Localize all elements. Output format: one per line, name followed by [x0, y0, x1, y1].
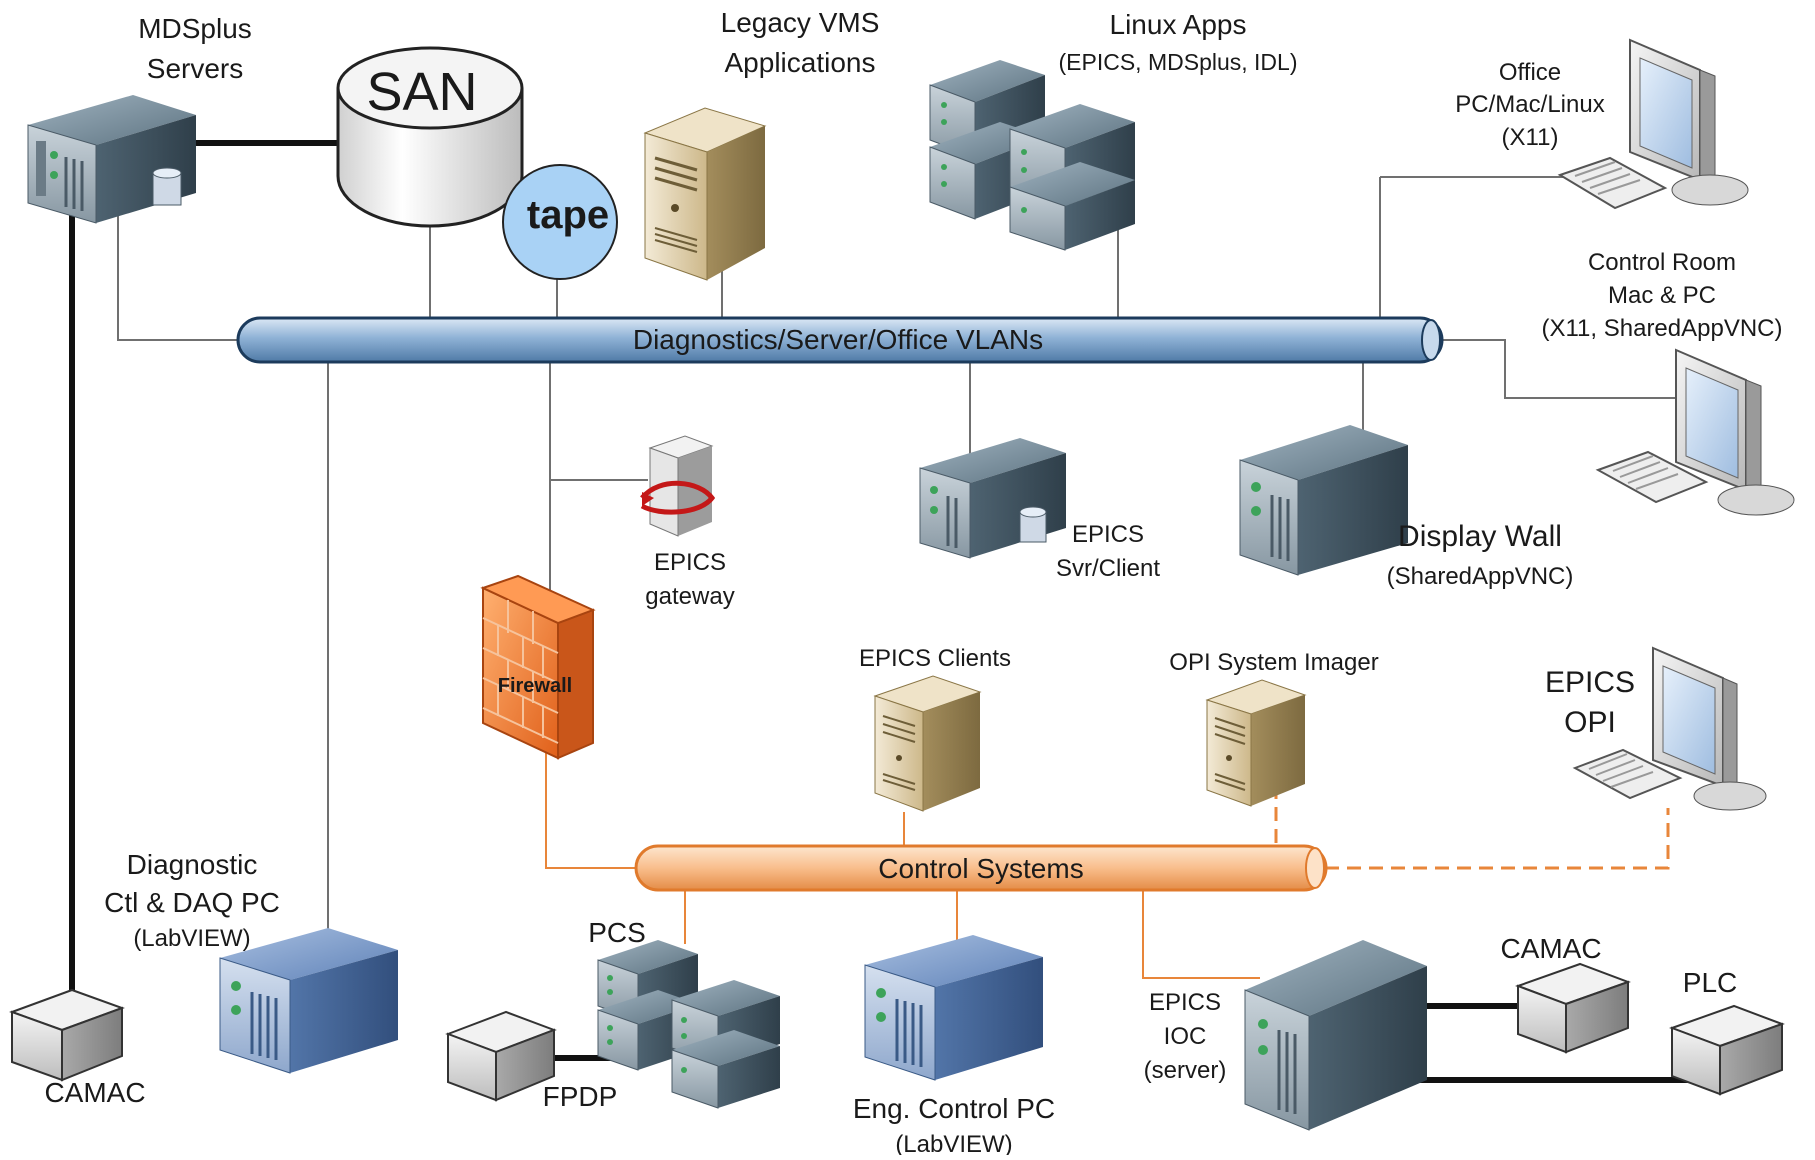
firewall-label: Firewall — [498, 675, 572, 697]
keyboard-icon — [1595, 450, 1709, 504]
ioc-label-2: IOC — [1164, 1023, 1207, 1050]
keyboard-icon — [1557, 156, 1668, 210]
diagnostic-pc-label-2: Ctl & DAQ PC — [104, 887, 280, 918]
control-room-label-2: Mac & PC — [1608, 282, 1716, 309]
vlan-bus-label: Diagnostics/Server/Office VLANs — [633, 324, 1043, 355]
tape-label: tape — [527, 193, 609, 237]
diagnostic-pc-sublabel: (LabVIEW) — [133, 925, 250, 952]
eng-pc-label: Eng. Control PC — [853, 1093, 1055, 1124]
office-pc-monitor-icon — [1557, 38, 1749, 210]
opi-imager-tower-icon — [1205, 679, 1307, 807]
link-epics-opi-control — [1325, 808, 1670, 870]
firewall-icon: Firewall — [480, 574, 596, 760]
display-wall-sublabel: (SharedAppVNC) — [1387, 563, 1574, 590]
epics-opi-monitor-icon — [1572, 646, 1767, 811]
epics-clients-tower-icon — [873, 675, 982, 812]
control-room-monitor-icon — [1595, 348, 1795, 516]
fpdp-box-icon — [445, 1010, 557, 1102]
pcs-label: PCS — [588, 917, 646, 948]
camac-left-label: CAMAC — [44, 1077, 145, 1108]
control-systems-bus: Control Systems — [634, 844, 1328, 892]
link-office-vlan — [1379, 176, 1564, 318]
connection-lines — [69, 140, 1712, 1083]
pcs-servers-icon — [597, 940, 780, 1109]
vms-label-1: Legacy VMS — [721, 7, 880, 38]
keyboard-icon — [1572, 748, 1683, 800]
camac-right-label: CAMAC — [1500, 933, 1601, 964]
control-room-label-1: Control Room — [1588, 249, 1736, 276]
svr-client-label-2: Svr/Client — [1056, 555, 1160, 582]
office-label-1: Office — [1499, 59, 1561, 86]
link-mdsplus-vlan — [117, 214, 238, 341]
database-icon — [1019, 506, 1047, 543]
linux-apps-sublabel: (EPICS, MDSplus, IDL) — [1059, 49, 1298, 75]
opi-imager-label: OPI System Imager — [1169, 649, 1378, 676]
vlan-bus: Diagnostics/Server/Office VLANs — [236, 316, 1444, 364]
control-bus-label: Control Systems — [878, 853, 1083, 884]
san-storage-icon: SAN — [336, 46, 524, 228]
epics-opi-label-1: EPICS — [1545, 666, 1635, 699]
tape-icon: tape — [502, 164, 618, 280]
epics-gateway-icon — [640, 435, 716, 537]
epics-svr-client-server-icon — [919, 438, 1066, 559]
office-label-3: (X11) — [1502, 124, 1559, 151]
camac-right-crate-icon — [1515, 962, 1631, 1054]
epics-clients-label: EPICS Clients — [859, 645, 1011, 672]
svr-client-label-1: EPICS — [1072, 521, 1144, 548]
gateway-label-1: EPICS — [654, 549, 726, 576]
link-controlroom-vlan — [1442, 339, 1685, 399]
camac-left-crate-icon — [9, 988, 125, 1082]
office-label-2: PC/Mac/Linux — [1455, 91, 1604, 118]
gateway-label-2: gateway — [645, 583, 734, 610]
eng-pc-sublabel: (LabVIEW) — [895, 1131, 1012, 1155]
epics-opi-label-2: OPI — [1564, 706, 1616, 739]
vms-label-2: Applications — [725, 47, 876, 78]
plc-box-icon — [1669, 1004, 1785, 1096]
fpdp-label: FPDP — [543, 1081, 618, 1112]
linux-apps-servers-icon — [929, 60, 1135, 251]
display-wall-server-icon — [1239, 425, 1408, 576]
mdsplus-label-1: MDSplus — [138, 13, 252, 44]
legacy-vms-tower-icon — [643, 107, 767, 281]
mdsplus-label-2: Servers — [147, 53, 243, 84]
diagnostic-pc-server-icon — [219, 928, 398, 1074]
database-icon — [152, 167, 182, 206]
display-wall-label: Display Wall — [1398, 520, 1562, 553]
plc-label: PLC — [1683, 967, 1737, 998]
epics-ioc-server-icon — [1244, 940, 1427, 1131]
san-label: SAN — [366, 62, 477, 122]
control-room-label-3: (X11, SharedAppVNC) — [1541, 315, 1782, 342]
linux-apps-label: Linux Apps — [1110, 9, 1247, 40]
diagnostic-pc-label-1: Diagnostic — [127, 849, 258, 880]
mdsplus-server-icon — [27, 95, 196, 224]
ioc-label-3: (server) — [1144, 1057, 1227, 1084]
ioc-label-1: EPICS — [1149, 989, 1221, 1016]
eng-control-pc-server-icon — [864, 935, 1043, 1081]
link-firewall-control — [545, 752, 640, 869]
link-control-ioc — [1142, 891, 1260, 979]
